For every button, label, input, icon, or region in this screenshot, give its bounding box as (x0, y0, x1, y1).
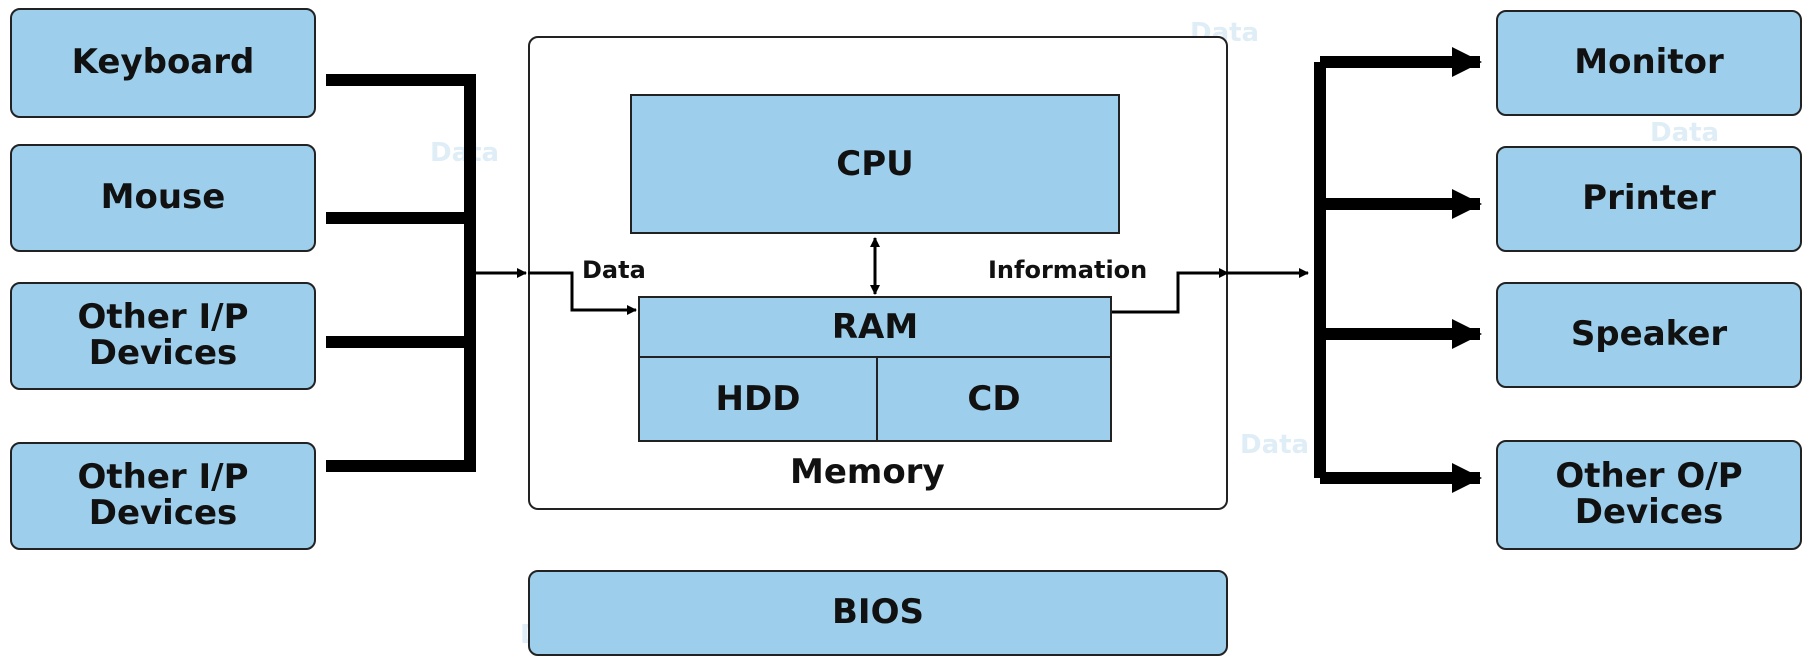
other-input-devices-box-1: Other I/P Devices (10, 282, 316, 390)
speaker-label: Speaker (1570, 314, 1728, 355)
monitor-box: Monitor (1496, 10, 1802, 116)
watermark-4: Data (1240, 430, 1309, 460)
ram-label: RAM (831, 307, 919, 347)
input-bus (326, 74, 476, 472)
other-input-label-line2: Devices (88, 493, 238, 533)
information-label: Information (988, 256, 1148, 284)
keyboard-label: Keyboard (71, 42, 255, 83)
information-path-arrow (1112, 268, 1229, 314)
other-input-label-line1: Other I/P (77, 457, 249, 498)
ram-box: RAM (638, 296, 1112, 358)
printer-box: Printer (1496, 146, 1802, 252)
other-input-label-line2: Devices (88, 333, 238, 373)
other-input-label-line1: Other I/P (77, 297, 249, 338)
cpu-label: CPU (836, 144, 914, 184)
output-bus (1314, 47, 1482, 493)
watermark-3: Data (1650, 118, 1719, 148)
cd-box: CD (876, 356, 1112, 442)
hdd-box: HDD (638, 356, 878, 442)
bios-box: BIOS (528, 570, 1228, 656)
printer-label: Printer (1582, 178, 1716, 219)
watermark-text: Data (1650, 118, 1720, 148)
keyboard-box: Keyboard (10, 8, 316, 118)
cpu-box: CPU (630, 94, 1120, 234)
other-output-label-line2: Devices (1574, 492, 1724, 532)
mouse-label: Mouse (100, 177, 226, 218)
watermark-text: Data (1240, 430, 1310, 460)
mouse-box: Mouse (10, 144, 316, 252)
monitor-label: Monitor (1574, 42, 1724, 83)
memory-label: Memory (790, 452, 945, 492)
other-output-devices-box: Other O/P Devices (1496, 440, 1802, 550)
data-path-arrow (528, 271, 637, 315)
other-output-label-line1: Other O/P (1555, 456, 1743, 497)
hdd-label: HDD (715, 379, 801, 419)
bios-label: BIOS (832, 592, 924, 633)
data-label: Data (582, 256, 646, 284)
speaker-box: Speaker (1496, 282, 1802, 388)
cd-label: CD (967, 379, 1021, 419)
other-input-devices-box-2: Other I/P Devices (10, 442, 316, 550)
